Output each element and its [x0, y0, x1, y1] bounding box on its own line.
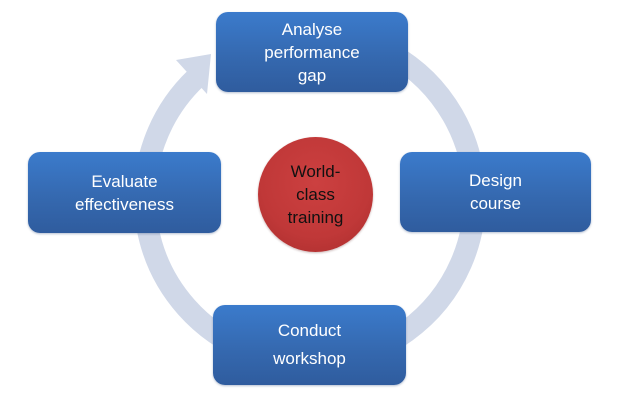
cycle-arrowhead-icon — [176, 54, 211, 94]
step-label: Analyse performance gap — [264, 19, 360, 85]
center-hub-world-class-training: World- class training — [258, 137, 373, 252]
step-evaluate-effectiveness: Evaluate effectiveness — [28, 152, 221, 233]
step-label: Evaluate effectiveness — [75, 171, 174, 214]
step-analyse-performance-gap: Analyse performance gap — [216, 12, 408, 92]
center-label: World- class training — [287, 162, 344, 227]
step-conduct-workshop: Conduct workshop — [213, 305, 406, 385]
step-label: Design course — [469, 171, 522, 213]
step-design-course: Design course — [400, 152, 591, 232]
step-label: Conduct workshop — [273, 321, 346, 368]
